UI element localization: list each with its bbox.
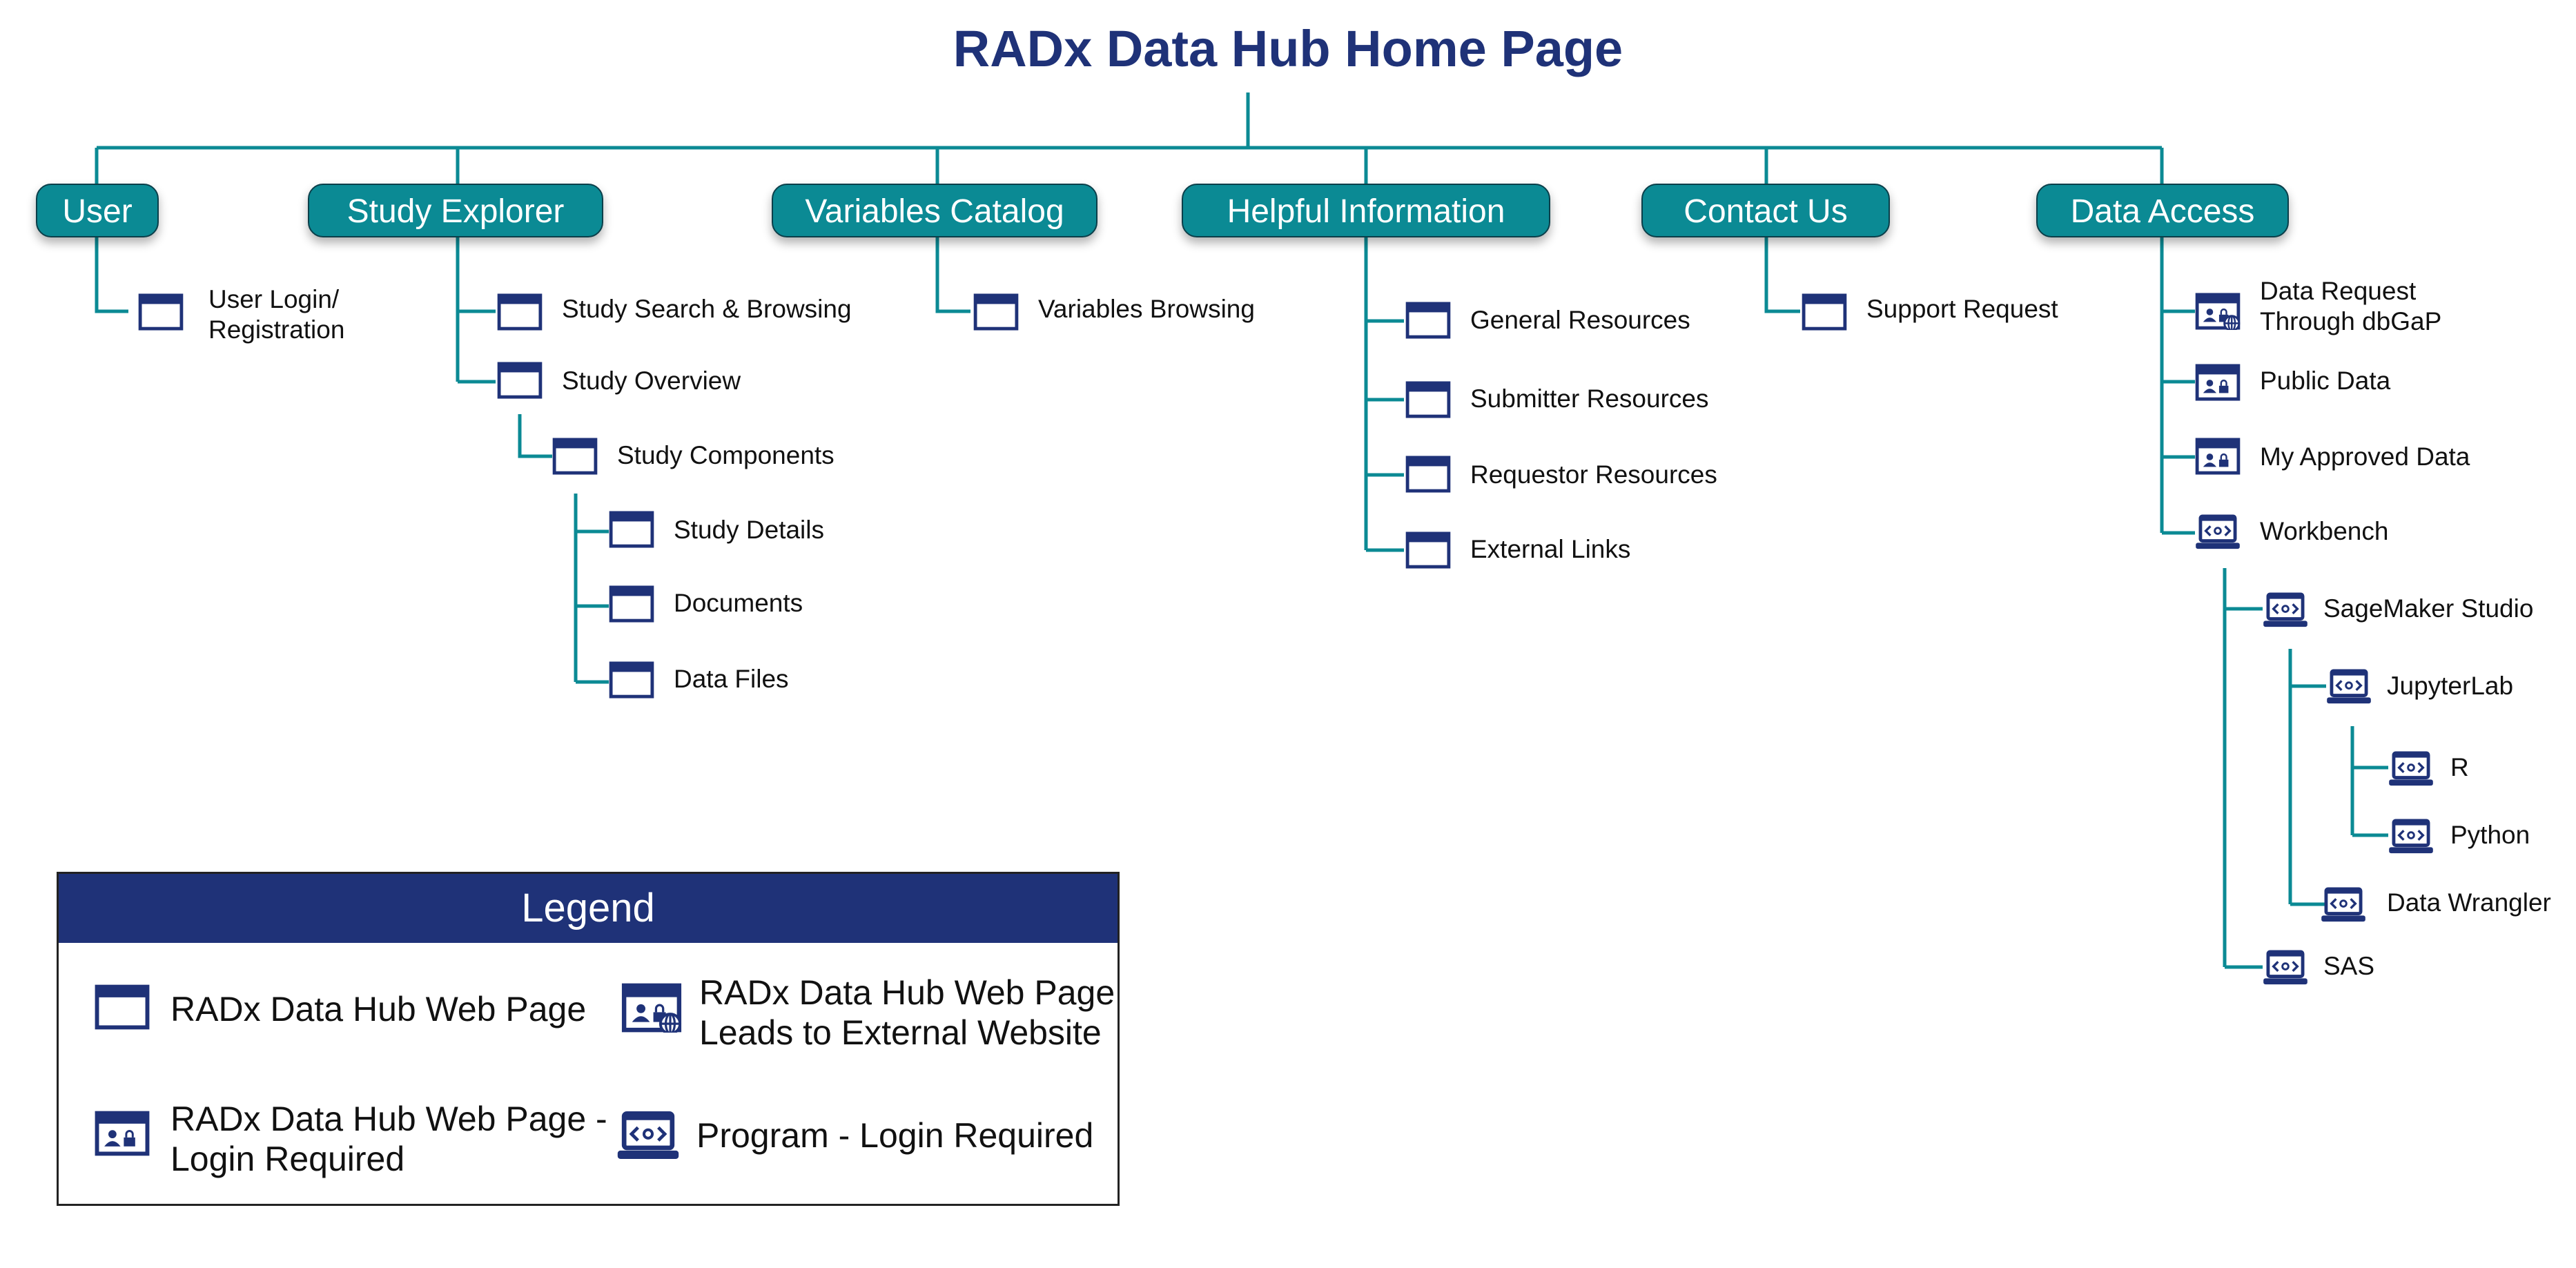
legend-item-label: RADx Data Hub Web Page [170,990,587,1028]
node-label-workbench: Workbench [2260,517,2389,545]
node-label-data-files: Data Files [674,665,789,693]
legend-title: Legend [59,874,1118,943]
web-page-icon [1405,456,1451,496]
node-label-requestor-resources: Requestor Resources [1470,460,1717,489]
program-icon [2321,886,2366,927]
web-page-icon [609,661,654,702]
category-helpful-information: Helpful Information [1182,184,1550,237]
web-page-icon [1405,531,1451,572]
category-study-explorer: Study Explorer [308,184,603,237]
program-icon [2388,750,2434,791]
node-label-data-wrangler: Data Wrangler [2387,888,2551,917]
web-page-icon [1405,302,1451,342]
web-page-icon [609,511,654,552]
web-page-icon [1802,293,1847,334]
node-label-general-resources: General Resources [1470,306,1690,334]
node-label-external-links: External Links [1470,535,1631,563]
category-user: User [36,184,159,237]
node-label-submitter-resources: Submitter Resources [1470,384,1709,413]
node-label-variables-browsing: Variables Browsing [1038,295,1255,323]
node-label-user-login: User Login/Registration [208,285,345,344]
program-icon [2263,592,2308,632]
web-page-icon [138,293,184,334]
external-page-icon [2195,293,2241,333]
web-page-icon [552,438,598,478]
node-label-sagemaker-studio: SageMaker Studio [2323,594,2534,623]
legend-login-page-icon [95,1111,150,1160]
node-label-support-request: Support Request [1866,295,2058,323]
node-label-python: Python [2450,821,2530,849]
web-page-icon [1405,381,1451,422]
web-page-icon [973,293,1019,334]
legend-external-page-icon [621,983,682,1036]
program-icon [2326,668,2372,709]
node-label-study-overview: Study Overview [562,367,741,395]
node-label-r: R [2450,753,2469,781]
legend-item-label: RADx Data Hub Web Page -Login Required [170,1100,607,1178]
node-label-sas: SAS [2323,952,2375,980]
login-page-icon [2195,364,2241,404]
program-icon [2388,818,2434,859]
diagram-title: RADx Data Hub Home Page [953,20,1623,77]
legend-item-label: Program - Login Required [696,1116,1094,1155]
category-variables-catalog: Variables Catalog [772,184,1097,237]
category-data-access: Data Access [2036,184,2289,237]
login-page-icon [2195,438,2241,478]
web-page-icon [609,585,654,626]
program-icon [2195,514,2241,554]
node-label-study-search: Study Search & Browsing [562,295,852,323]
node-label-documents: Documents [674,589,803,617]
web-page-icon [497,362,543,402]
node-label-study-components: Study Components [617,441,835,469]
node-label-my-approved-data: My Approved Data [2260,442,2470,471]
category-contact-us: Contact Us [1641,184,1890,237]
node-label-public-data: Public Data [2260,367,2391,395]
web-page-icon [497,293,543,334]
legend-program-icon [616,1110,680,1165]
node-label-study-details: Study Details [674,516,824,544]
node-label-jupyterlab: JupyterLab [2387,672,2514,700]
legend-web-page-icon [95,984,150,1033]
program-icon [2263,949,2308,990]
